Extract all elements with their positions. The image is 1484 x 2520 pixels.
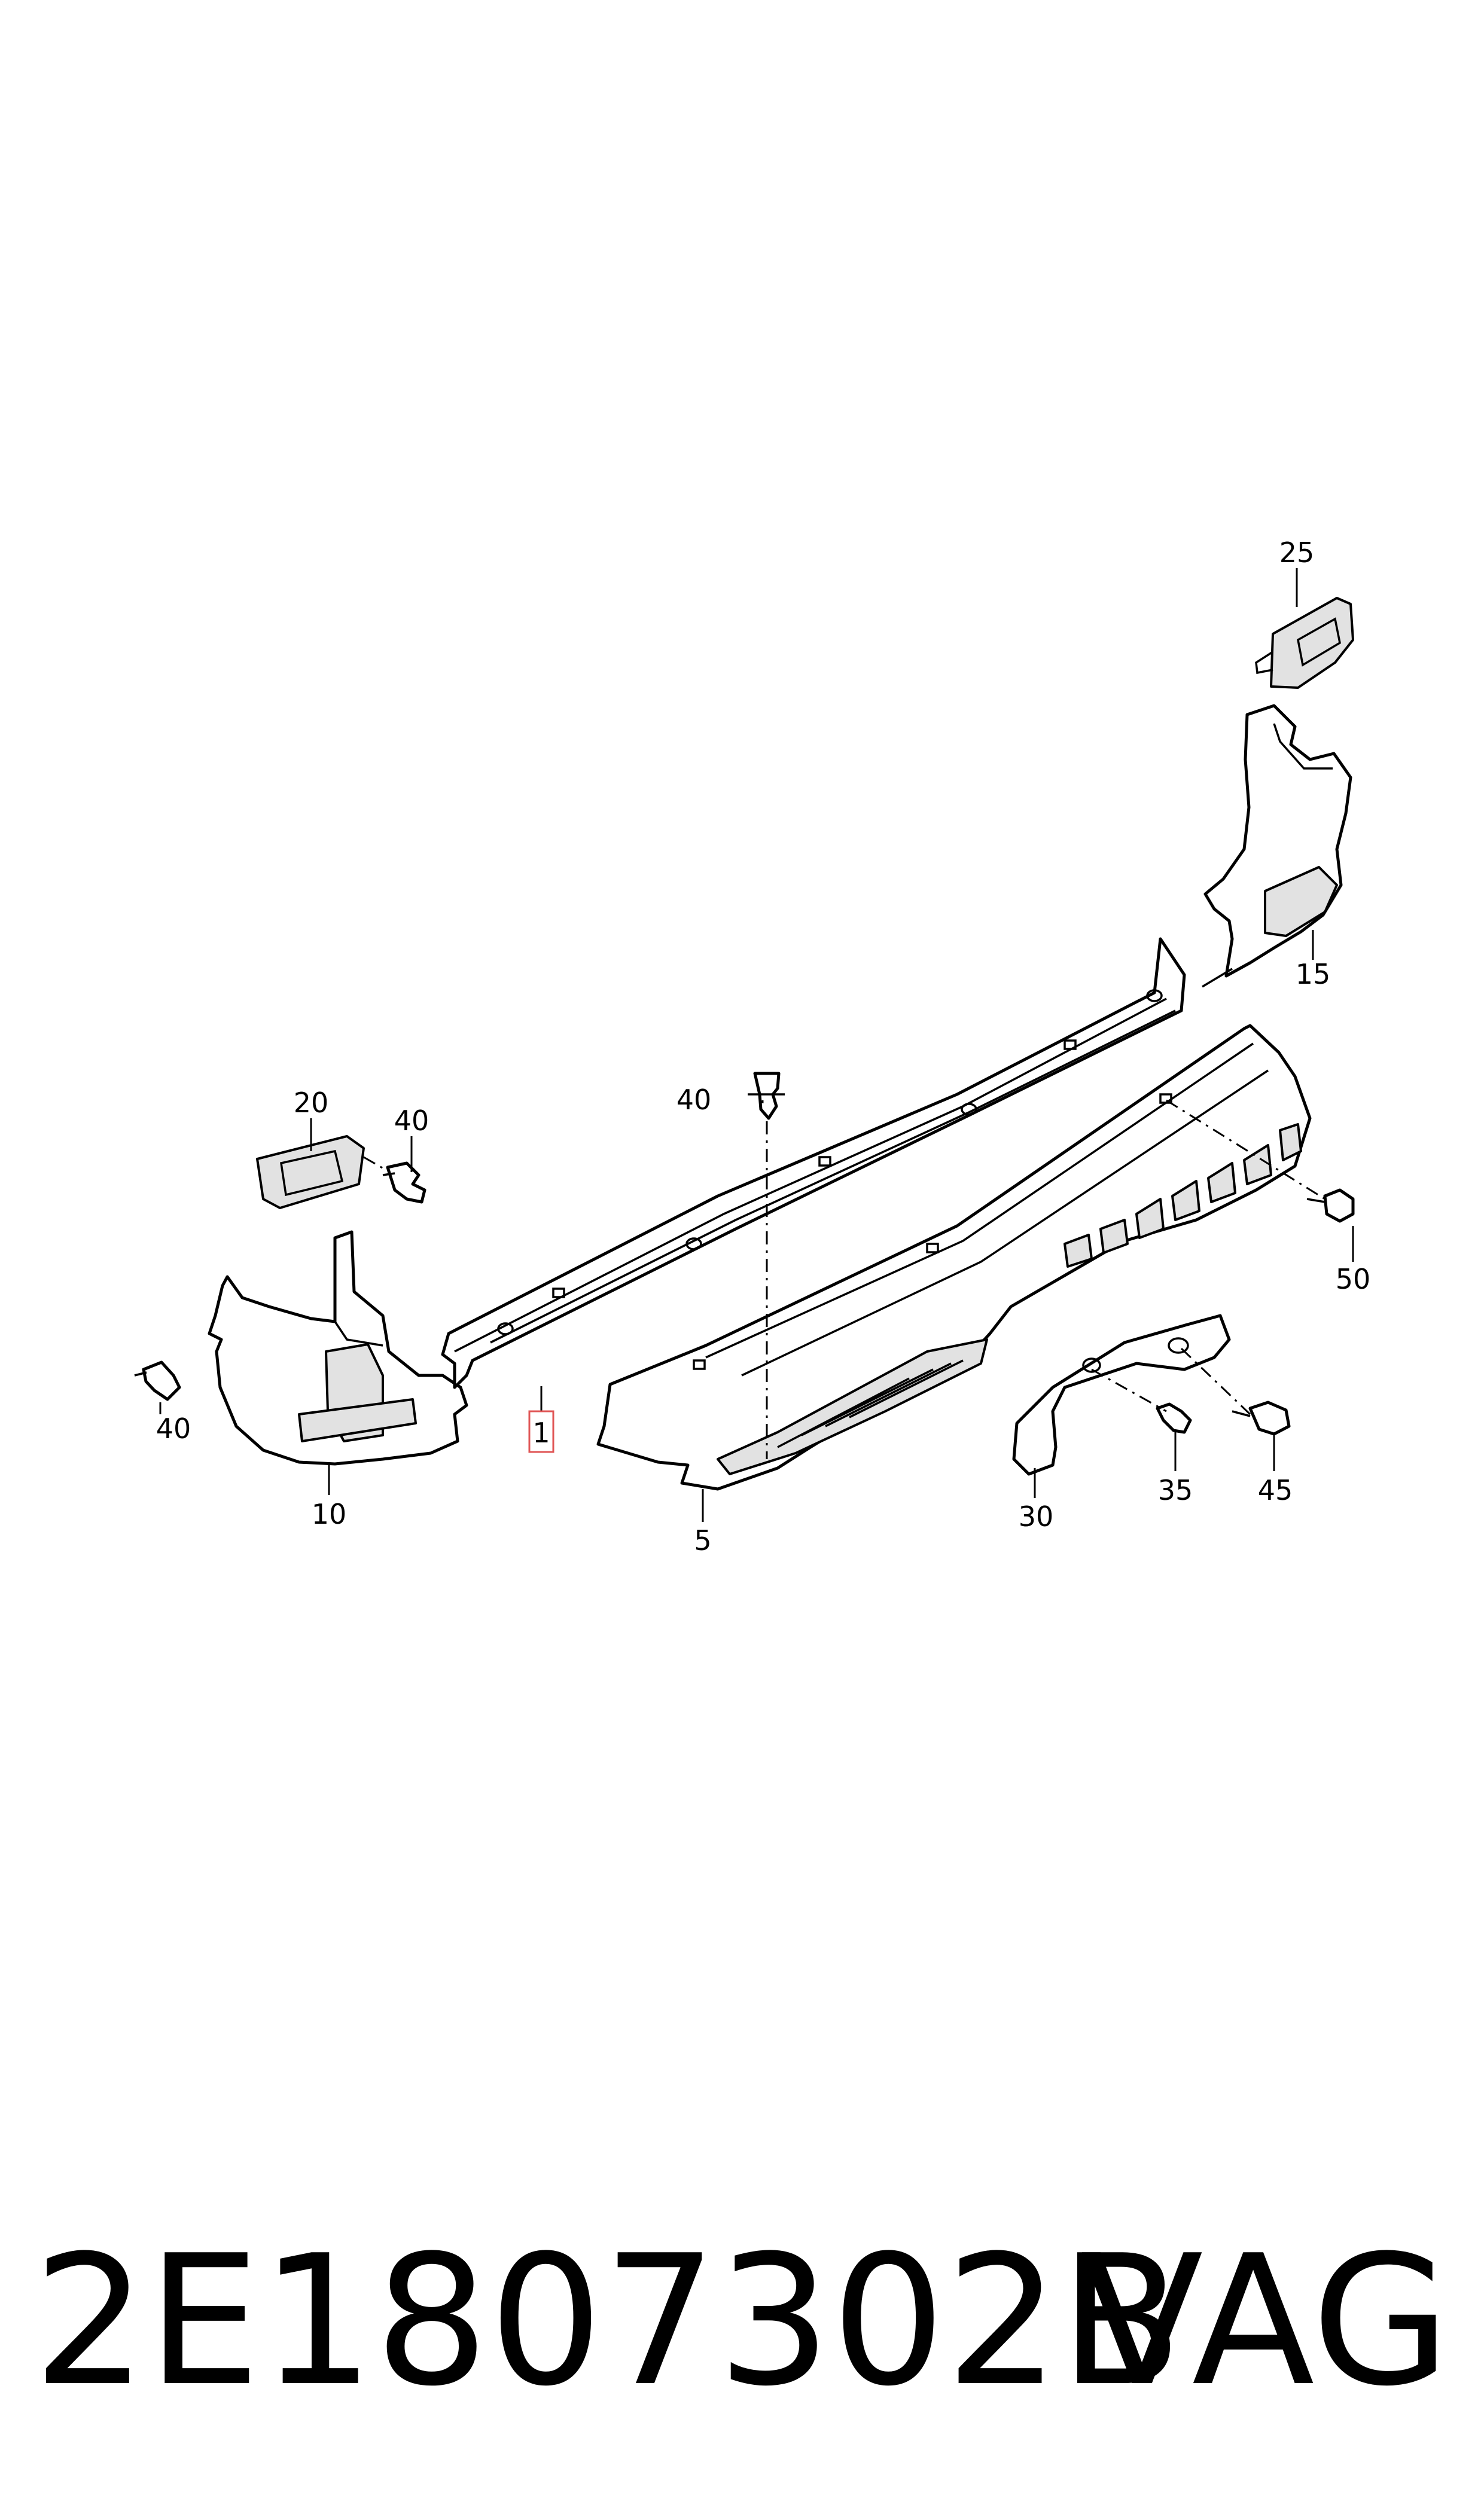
part-5-rear-step: [596, 1024, 1312, 1491]
callout-40-top: 40: [677, 1084, 712, 1116]
callout-1-highlight: [528, 1410, 554, 1453]
fastener-40-top: [748, 1072, 785, 1120]
assembly-line-35: [1091, 1368, 1167, 1412]
callout-10: 10: [312, 1498, 347, 1530]
callout-40-far-left: 40: [156, 1412, 191, 1445]
callout-15: 15: [1296, 958, 1331, 990]
part-1-bumper-rail: [441, 937, 1186, 1389]
leader-lines: [159, 568, 1354, 1522]
assembly-line-45: [1180, 1347, 1251, 1415]
assembly-line-50: [1166, 1099, 1325, 1200]
part-25-bracket: [1255, 597, 1354, 689]
callout-45: 45: [1258, 1474, 1293, 1506]
callout-25: 25: [1279, 536, 1315, 569]
fastener-40-left: [382, 1161, 426, 1204]
part-10-end-cap-left: [208, 1230, 468, 1466]
callout-20: 20: [294, 1087, 329, 1119]
brand-label: VAG: [1081, 2217, 1451, 2426]
callout-50: 50: [1336, 1263, 1371, 1295]
callout-30: 30: [1019, 1500, 1054, 1533]
part-15-end-cap-right: [1202, 704, 1352, 988]
callout-35: 35: [1158, 1474, 1193, 1506]
assembly-line-40-left: [363, 1156, 388, 1172]
callout-1: 1: [532, 1417, 550, 1449]
part-20-clip: [256, 1135, 365, 1209]
part-number: 2E1807302B: [33, 2217, 1183, 2426]
callout-5: 5: [694, 1524, 711, 1557]
fastener-50: [1306, 1188, 1355, 1223]
fastener-40-far-left: [134, 1360, 181, 1401]
callout-40-left: 40: [394, 1105, 429, 1137]
fastener-35: [1156, 1402, 1192, 1434]
part-30-bracket: [1012, 1314, 1231, 1476]
fastener-45: [1232, 1401, 1291, 1436]
